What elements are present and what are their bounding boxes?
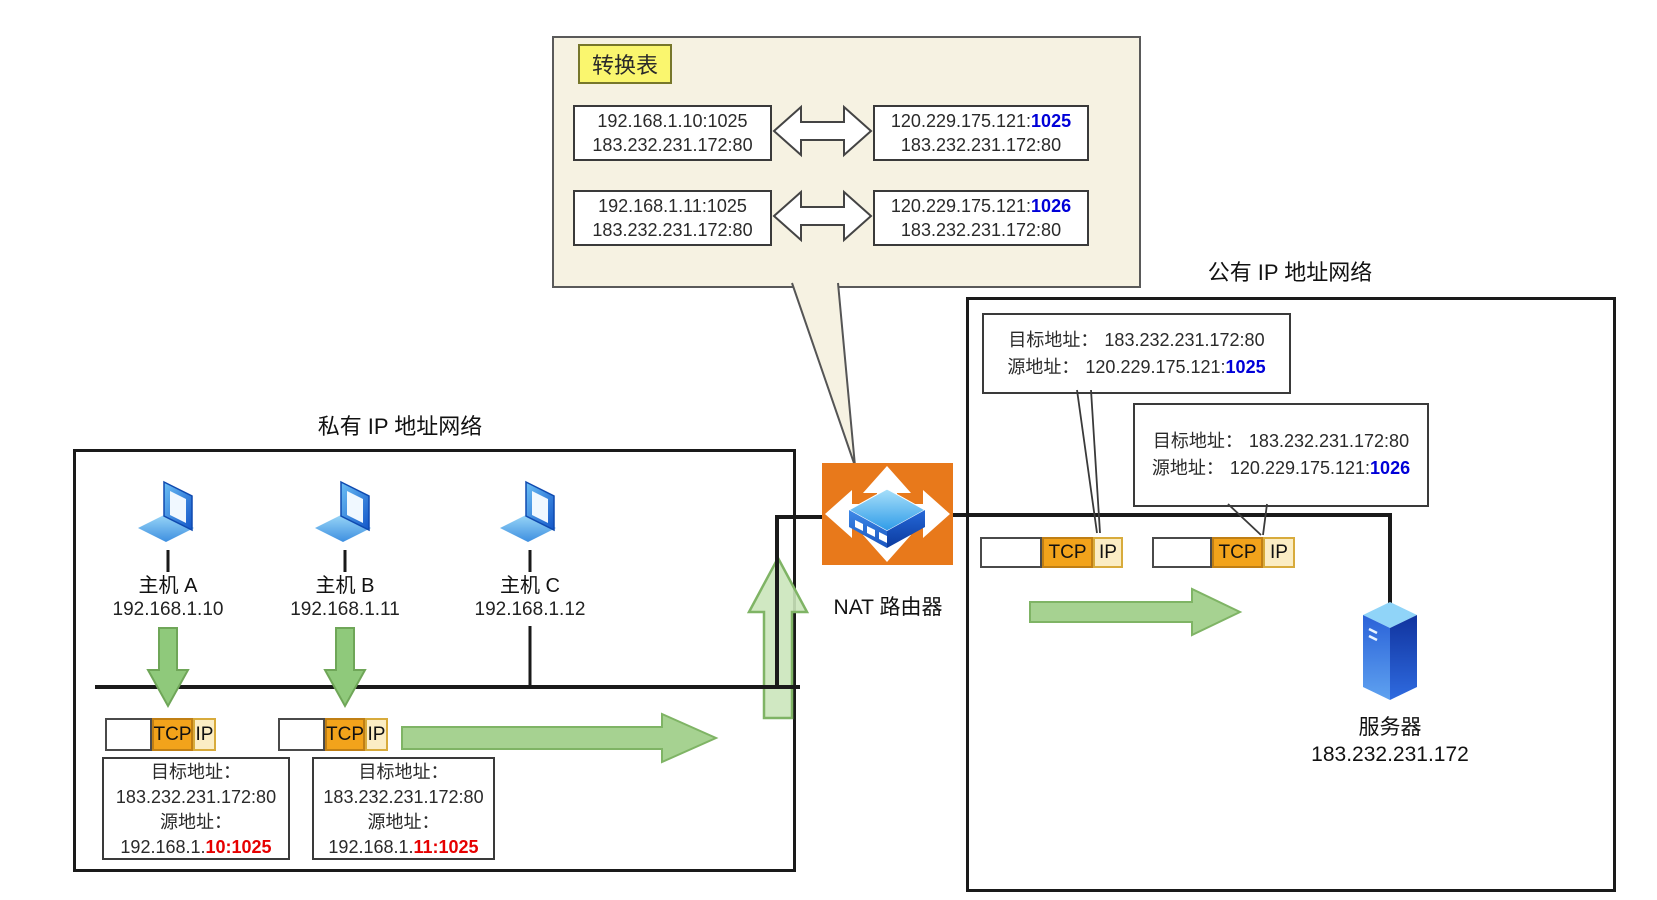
packet-ip-segment: IP: [1093, 537, 1123, 568]
dest-value: 183.232.231.172:80: [323, 787, 484, 807]
src-title: 源地址：: [1007, 356, 1080, 377]
translation-table-title: 转换表: [578, 44, 673, 84]
packet-tcp-segment: TCP: [1042, 537, 1093, 568]
host-b-name: 主机 B: [315, 574, 375, 597]
packet-data-segment: [980, 537, 1042, 568]
dest-title: 目标地址：: [1008, 329, 1099, 350]
src-prefix: 192.168.1.: [328, 837, 414, 857]
public-endpoint-line1: 120.229.175.121:1025: [891, 109, 1071, 133]
dest-value: 183.232.231.172:80: [1104, 329, 1265, 350]
private-endpoint-line1: 192.168.1.10:1025: [597, 111, 748, 131]
server-ip: 183.232.231.172: [1311, 743, 1469, 766]
packet-ip-segment: IP: [1263, 537, 1295, 568]
public-port: 1026: [1031, 196, 1072, 216]
router-icon: [822, 463, 953, 565]
address-box-host-b: 目标地址： 183.232.231.172:80 源地址： 192.168.1.…: [312, 757, 495, 860]
public-addr-prefix: 120.229.175.121:: [890, 111, 1032, 131]
src-highlight: 10:1025: [205, 837, 272, 857]
private-endpoint-line2: 183.232.231.172:80: [592, 220, 753, 240]
packet-host-b: TCP IP: [278, 718, 388, 751]
host-b-ip: 192.168.1.11: [290, 599, 400, 620]
public-addr-prefix: 120.229.175.121:: [890, 196, 1032, 216]
address-box-host-a: 目标地址： 183.232.231.172:80 源地址： 192.168.1.…: [102, 757, 290, 860]
public-endpoint-line2: 183.232.231.172:80: [900, 135, 1062, 155]
src-prefix: 120.229.175.121:: [1229, 458, 1371, 478]
host-c-name: 主机 C: [500, 574, 560, 597]
src-highlight: 11:1025: [413, 837, 479, 857]
packet-ip-segment: IP: [193, 718, 216, 751]
private-endpoint-line2: 183.232.231.172:80: [592, 135, 753, 155]
dest-title: 目标地址：: [1152, 431, 1243, 451]
src-port: 1025: [1225, 356, 1266, 377]
callout-dest-line: 目标地址：183.232.231.172:80: [1153, 428, 1409, 455]
src-value: 192.168.1.10:1025: [120, 835, 271, 860]
src-title: 源地址：: [160, 812, 232, 832]
packet-ip-segment: IP: [365, 718, 388, 751]
host-c-ip: 192.168.1.12: [474, 599, 586, 620]
src-title: 源地址：: [1151, 458, 1224, 478]
dest-title: 目标地址：: [358, 762, 449, 782]
src-prefix: 120.229.175.121:: [1085, 356, 1226, 377]
table-callout-pointer: [791, 282, 856, 467]
table-row-public-endpoint: 120.229.175.121:1026 183.232.231.172:80: [873, 190, 1089, 246]
packet-data-segment: [1152, 537, 1212, 568]
callout-translated-packet-1: 目标地址：183.232.231.172:80 源地址：120.229.175.…: [982, 313, 1291, 394]
table-row-private-endpoint: 192.168.1.10:1025 183.232.231.172:80: [573, 105, 772, 161]
private-endpoint-line1: 192.168.1.11:1025: [598, 196, 747, 216]
src-value: 192.168.1.11:1025: [328, 835, 478, 860]
src-prefix: 192.168.1.: [120, 837, 206, 857]
callout-dest-line: 目标地址：183.232.231.172:80: [1008, 327, 1264, 354]
public-endpoint-line1: 120.229.175.121:1026: [891, 194, 1071, 218]
public-endpoint-line2: 183.232.231.172:80: [900, 220, 1062, 240]
packet-data-segment: [278, 718, 325, 751]
callout-src-line: 源地址：120.229.175.121:1026: [1152, 455, 1410, 482]
nat-router-label: NAT 路由器: [833, 596, 943, 619]
server-name: 服务器: [1358, 716, 1422, 739]
dest-title: 目标地址：: [151, 762, 241, 782]
src-title: 源地址：: [367, 812, 440, 832]
public-port: 1025: [1031, 111, 1072, 131]
src-port: 1026: [1370, 458, 1411, 478]
table-row-public-endpoint: 120.229.175.121:1025 183.232.231.172:80: [873, 105, 1089, 161]
callout-src-line: 源地址：120.229.175.121:1025: [1007, 354, 1265, 381]
table-row-private-endpoint: 192.168.1.11:1025 183.232.231.172:80: [573, 190, 772, 246]
callout-translated-packet-2: 目标地址：183.232.231.172:80 源地址：120.229.175.…: [1133, 403, 1429, 507]
host-a-name: 主机 A: [138, 574, 198, 597]
packet-tcp-segment: TCP: [325, 718, 365, 751]
packet-tcp-segment: TCP: [1212, 537, 1263, 568]
packet-host-a: TCP IP: [105, 718, 216, 751]
host-a-ip: 192.168.1.10: [112, 599, 224, 620]
dest-value: 183.232.231.172:80: [115, 787, 277, 807]
packet-data-segment: [105, 718, 152, 751]
public-network-label: 公有 IP 地址网络: [1207, 260, 1373, 285]
dest-value: 183.232.231.172:80: [1248, 431, 1410, 451]
packet-tcp-segment: TCP: [152, 718, 193, 751]
private-network-label: 私有 IP 地址网络: [317, 414, 483, 439]
packet-public-2: TCP IP: [1152, 537, 1295, 568]
packet-public-1: TCP IP: [980, 537, 1123, 568]
